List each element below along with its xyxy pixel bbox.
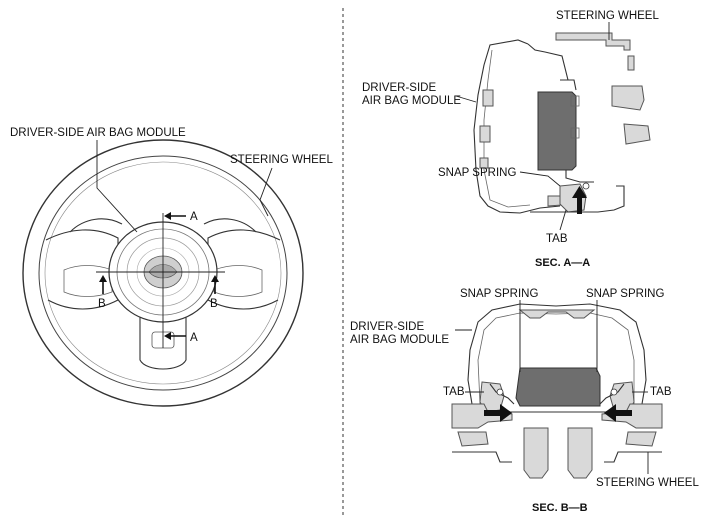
label-a-airbag-line1: DRIVER-SIDE <box>362 82 436 94</box>
caption-sec-a-a: SEC. A—A <box>535 257 590 269</box>
label-left-airbag-module: DRIVER-SIDE AIR BAG MODULE <box>10 127 186 139</box>
steering-wheel-front-view <box>22 139 304 407</box>
label-a-tab: TAB <box>546 233 568 245</box>
label-sec-b-left: B <box>98 298 106 310</box>
label-b-airbag-line2: AIR BAG MODULE <box>350 334 449 346</box>
section-a-a-view <box>455 22 651 231</box>
arrow-b-left-icon <box>99 275 107 282</box>
arrow-b-right-icon <box>211 275 219 282</box>
label-left-steering-wheel: STEERING WHEEL <box>230 154 333 166</box>
label-b-tab-left: TAB <box>443 386 465 398</box>
label-b-snap-spring-left: SNAP SPRING <box>460 288 538 300</box>
steering-wheel-rim-outer <box>22 139 304 407</box>
label-b-tab-right: TAB <box>650 386 672 398</box>
arrow-right-icon <box>500 404 512 422</box>
label-b-airbag-line1: DRIVER-SIDE <box>350 321 424 333</box>
section-b-b-view <box>451 300 663 479</box>
label-sec-a-top: A <box>190 211 198 223</box>
label-a-steering-wheel: STEERING WHEEL <box>556 10 659 22</box>
label-b-steering-wheel: STEERING WHEEL <box>596 477 699 489</box>
arrow-up-icon <box>572 186 587 198</box>
steering-wheel-rim-inner <box>38 155 288 391</box>
caption-sec-b-b: SEC. B—B <box>532 502 588 514</box>
label-a-airbag-line2: AIR BAG MODULE <box>362 95 461 107</box>
label-a-snap-spring: SNAP SPRING <box>438 167 516 179</box>
label-b-snap-spring-right: SNAP SPRING <box>586 288 664 300</box>
arrow-a-bottom-icon <box>164 332 171 340</box>
arrow-a-top-icon <box>164 212 171 220</box>
label-sec-a-bottom: A <box>190 332 198 344</box>
label-sec-b-right: B <box>210 298 218 310</box>
arrow-left-icon <box>604 404 616 422</box>
